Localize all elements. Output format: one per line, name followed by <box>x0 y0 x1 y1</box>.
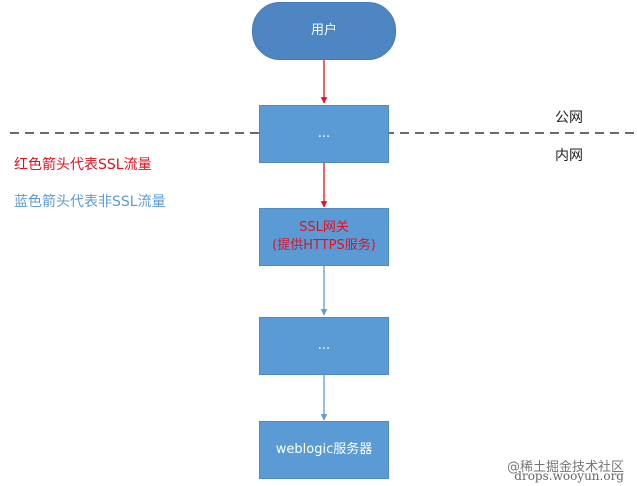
legend-blue-non-ssl: 蓝色箭头代表非SSL流量 <box>14 194 166 210</box>
user-node-label: 用户 <box>310 23 337 39</box>
internal-network-node: ... <box>259 317 389 375</box>
watermark-url: drops.wooyun.org <box>514 469 624 483</box>
ssl-gateway-node: SSL网关 (提供HTTPS服务) <box>259 208 389 266</box>
ssl-gateway-label: SSL网关 (提供HTTPS服务) <box>272 220 376 253</box>
internal-network-label: 内网 <box>555 148 583 164</box>
internal-node-label: ... <box>317 338 331 354</box>
watermark-community: @稀土掘金技术社区 <box>506 460 624 475</box>
weblogic-server-node: weblogic服务器 <box>259 421 389 479</box>
public-network-label: 公网 <box>555 110 583 126</box>
weblogic-label: weblogic服务器 <box>275 442 373 458</box>
public-node-label: ... <box>317 126 331 142</box>
user-node: 用户 <box>252 2 396 60</box>
public-network-node: ... <box>259 105 389 163</box>
legend-red-ssl: 红色箭头代表SSL流量 <box>14 157 152 173</box>
